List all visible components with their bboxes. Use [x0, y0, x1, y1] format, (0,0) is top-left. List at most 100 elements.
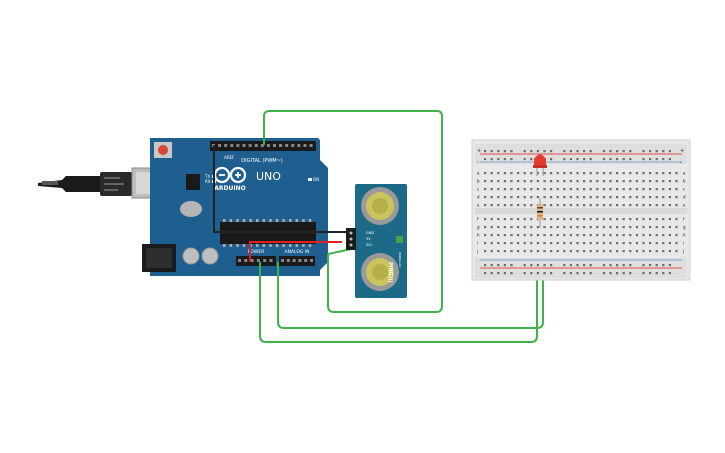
rail-hole[interactable]	[662, 264, 665, 267]
breadboard-hole[interactable]	[616, 226, 619, 229]
rail-hole[interactable]	[563, 272, 566, 275]
breadboard-hole[interactable]	[536, 242, 539, 245]
rail-hole[interactable]	[510, 264, 513, 267]
rail-hole[interactable]	[622, 150, 625, 153]
power-pin[interactable]	[263, 259, 267, 262]
power-pin[interactable]	[238, 259, 241, 262]
breadboard-hole[interactable]	[517, 188, 520, 191]
rail-hole[interactable]	[642, 264, 645, 267]
rail-hole[interactable]	[530, 158, 533, 161]
wire-5v[interactable]	[249, 241, 342, 262]
breadboard-hole[interactable]	[569, 250, 572, 253]
breadboard-hole[interactable]	[517, 172, 520, 175]
breadboard-hole[interactable]	[668, 242, 671, 245]
breadboard-hole[interactable]	[629, 204, 632, 207]
breadboard-hole[interactable]	[675, 172, 678, 175]
breadboard-hole[interactable]	[668, 218, 671, 221]
breadboard-hole[interactable]	[602, 218, 605, 221]
rail-hole[interactable]	[668, 264, 671, 267]
rail-hole[interactable]	[629, 150, 632, 153]
breadboard-hole[interactable]	[668, 204, 671, 207]
rail-hole[interactable]	[490, 158, 493, 161]
breadboard-hole[interactable]	[569, 242, 572, 245]
breadboard-hole[interactable]	[484, 204, 487, 207]
breadboard-hole[interactable]	[503, 196, 506, 199]
breadboard-hole[interactable]	[583, 226, 586, 229]
rail-hole[interactable]	[503, 264, 506, 267]
breadboard-hole[interactable]	[583, 234, 586, 237]
rail-hole[interactable]	[602, 150, 605, 153]
breadboard-hole[interactable]	[589, 250, 592, 253]
breadboard-hole[interactable]	[629, 226, 632, 229]
breadboard-hole[interactable]	[569, 180, 572, 183]
resistor[interactable]	[537, 198, 543, 228]
breadboard-hole[interactable]	[569, 226, 572, 229]
breadboard-hole[interactable]	[530, 196, 533, 199]
breadboard-hole[interactable]	[616, 204, 619, 207]
rail-hole[interactable]	[523, 264, 526, 267]
breadboard-hole[interactable]	[642, 234, 645, 237]
breadboard-hole[interactable]	[550, 172, 553, 175]
breadboard-hole[interactable]	[569, 218, 572, 221]
breadboard-hole[interactable]	[655, 180, 658, 183]
rail-hole[interactable]	[490, 272, 493, 275]
breadboard-hole[interactable]	[576, 196, 579, 199]
breadboard-hole[interactable]	[675, 188, 678, 191]
breadboard-hole[interactable]	[675, 196, 678, 199]
breadboard-hole[interactable]	[523, 234, 526, 237]
breadboard-hole[interactable]	[602, 196, 605, 199]
header-pin[interactable]	[291, 144, 295, 147]
rail-hole[interactable]	[530, 272, 533, 275]
breadboard-hole[interactable]	[602, 188, 605, 191]
analog-pin[interactable]	[292, 259, 296, 262]
breadboard-hole[interactable]	[569, 172, 572, 175]
breadboard-hole[interactable]	[649, 196, 652, 199]
breadboard-hole[interactable]	[517, 250, 520, 253]
breadboard-hole[interactable]	[602, 226, 605, 229]
breadboard-hole[interactable]	[576, 180, 579, 183]
breadboard-hole[interactable]	[589, 196, 592, 199]
breadboard-hole[interactable]	[576, 172, 579, 175]
rail-hole[interactable]	[589, 264, 592, 267]
rail-hole[interactable]	[530, 150, 533, 153]
header-pin[interactable]	[260, 144, 264, 147]
breadboard-hole[interactable]	[649, 218, 652, 221]
breadboard-hole[interactable]	[622, 180, 625, 183]
breadboard-hole[interactable]	[569, 188, 572, 191]
breadboard-hole[interactable]	[675, 242, 678, 245]
breadboard-hole[interactable]	[490, 234, 493, 237]
breadboard-hole[interactable]	[576, 204, 579, 207]
header-pin[interactable]	[285, 144, 289, 147]
breadboard-hole[interactable]	[503, 234, 506, 237]
rail-hole[interactable]	[642, 158, 645, 161]
breadboard-hole[interactable]	[596, 234, 599, 237]
breadboard-hole[interactable]	[655, 234, 658, 237]
breadboard-hole[interactable]	[642, 204, 645, 207]
breadboard-hole[interactable]	[550, 188, 553, 191]
header-pin[interactable]	[309, 144, 313, 147]
breadboard-hole[interactable]	[589, 172, 592, 175]
breadboard-hole[interactable]	[490, 180, 493, 183]
breadboard-hole[interactable]	[655, 250, 658, 253]
breadboard-hole[interactable]	[596, 204, 599, 207]
rail-hole[interactable]	[662, 150, 665, 153]
breadboard-hole[interactable]	[517, 226, 520, 229]
header-pin[interactable]	[303, 144, 307, 147]
breadboard-hole[interactable]	[510, 218, 513, 221]
breadboard-hole[interactable]	[668, 226, 671, 229]
breadboard-hole[interactable]	[589, 234, 592, 237]
breadboard-hole[interactable]	[569, 196, 572, 199]
rail-hole[interactable]	[536, 272, 539, 275]
rail-hole[interactable]	[576, 158, 579, 161]
breadboard-hole[interactable]	[662, 250, 665, 253]
breadboard-hole[interactable]	[503, 242, 506, 245]
breadboard-hole[interactable]	[569, 204, 572, 207]
breadboard-hole[interactable]	[523, 250, 526, 253]
breadboard-hole[interactable]	[536, 172, 539, 175]
rail-hole[interactable]	[530, 264, 533, 267]
breadboard-hole[interactable]	[484, 242, 487, 245]
breadboard-hole[interactable]	[602, 172, 605, 175]
breadboard-hole[interactable]	[550, 180, 553, 183]
breadboard-hole[interactable]	[616, 250, 619, 253]
breadboard-hole[interactable]	[536, 180, 539, 183]
